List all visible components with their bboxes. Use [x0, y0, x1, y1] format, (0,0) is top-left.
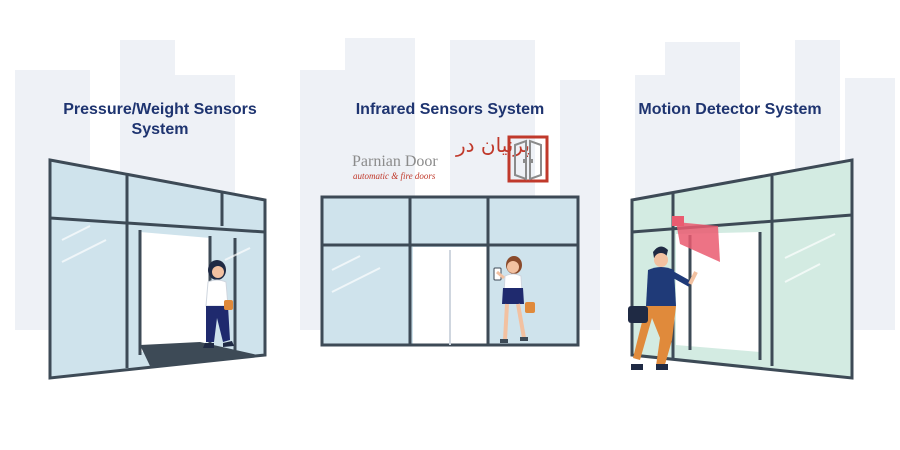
- logo-tagline: automatic & fire doors: [353, 171, 436, 181]
- motion-detector-title: Motion Detector System: [638, 101, 822, 118]
- briefcase-icon: [628, 306, 648, 323]
- open-doorway: [140, 232, 210, 352]
- pressure-sensor-title: Pressure/Weight Sensors System: [40, 100, 280, 140]
- infrared-sensor-title: Infrared Sensors System: [355, 101, 545, 118]
- woman-figure: [203, 260, 234, 348]
- parnian-door-logo: پرنیان در Parnian Door automatic & fire …: [352, 133, 552, 185]
- motion-sensor-beam: [676, 222, 720, 262]
- motion-sensor: [672, 216, 684, 226]
- logo-name: Parnian Door: [352, 153, 438, 170]
- pressure-mat: [140, 342, 262, 366]
- pressure-title-line-1: Pressure/Weight Sensors: [63, 101, 257, 118]
- man-figure: [628, 246, 698, 370]
- pressure-title-line-2: System: [131, 121, 189, 138]
- door-logo-icon: [507, 135, 549, 183]
- woman-figure-infrared: [496, 256, 535, 343]
- motion-doorway: [676, 232, 760, 352]
